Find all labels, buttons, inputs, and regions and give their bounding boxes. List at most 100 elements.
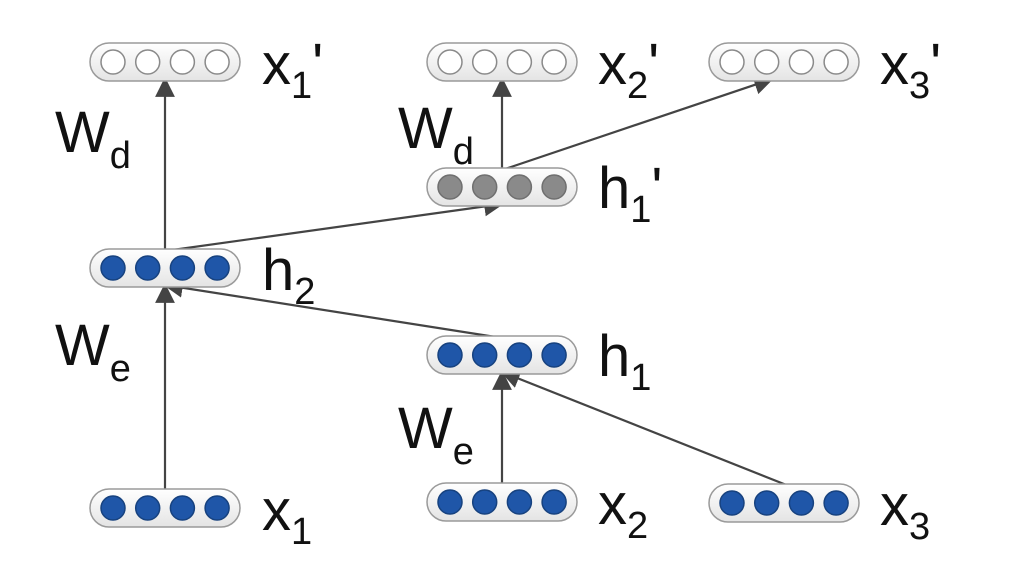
node-x3-unit [788, 490, 815, 516]
node-h2-label-subscript: 2 [294, 271, 315, 313]
edge-h1p-to-x3p [501, 75, 774, 172]
node-h1p-label-prime: ' [651, 156, 662, 221]
node-h1-unit [437, 342, 463, 368]
node-x2p-unit [437, 49, 463, 75]
node-x2-label-main: x [598, 472, 627, 537]
node-x3p-label: x3' [880, 32, 941, 107]
node-x3p: x3' [708, 32, 941, 107]
node-x1-unit [134, 495, 161, 521]
node-x1p-unit [134, 49, 161, 75]
node-x2p-unit [471, 49, 498, 75]
weight-we2-subscript: e [453, 431, 474, 473]
node-h1p-label-main: h [598, 156, 630, 221]
node-x2-label: x2 [598, 472, 648, 547]
node-x3p-label-prime: ' [930, 32, 941, 97]
edges-layer [155, 75, 790, 491]
node-x2: x2 [426, 472, 648, 547]
node-x2-unit [437, 489, 463, 515]
node-x2p-label-subscript: 2 [627, 65, 648, 107]
node-x3-unit [823, 490, 849, 516]
node-x2p-vector-box [426, 42, 578, 82]
node-x1p-label-prime: ' [312, 32, 323, 97]
node-x1-label-subscript: 1 [291, 511, 312, 553]
node-h2-label-main: h [262, 238, 294, 303]
node-x2p-label-prime: ' [648, 32, 659, 97]
weight-wd2-label: Wd [398, 96, 474, 173]
node-x1-unit [100, 495, 126, 521]
node-x3-label-main: x [880, 473, 909, 538]
weight-wd1-label: Wd [55, 100, 131, 177]
node-x2-unit [506, 489, 533, 515]
node-x1-unit [169, 495, 196, 521]
node-x1p-label-main: x [262, 32, 291, 97]
node-h2-unit [134, 255, 161, 281]
weight-we1-main: W [55, 313, 110, 378]
node-x3p-unit [719, 49, 745, 75]
node-x1p-unit [204, 49, 230, 75]
weight-we2-main: W [398, 396, 453, 461]
edge-h1-to-h2 [163, 277, 503, 340]
node-h2-unit [204, 255, 230, 281]
node-h1p-label: h1' [598, 156, 662, 231]
node-x1p-unit [169, 49, 196, 75]
node-x3-unit [753, 490, 780, 516]
node-h1p-unit [437, 174, 463, 200]
node-h1p-vector-box [426, 167, 578, 207]
edge-x3-to-h1 [500, 369, 790, 488]
node-h1p-label-subscript: 1 [630, 189, 651, 231]
node-x1p-label: x1' [262, 32, 323, 107]
weight-wd2-main: W [398, 96, 453, 161]
node-x2p-unit [506, 49, 533, 75]
node-x3-unit [719, 490, 745, 516]
node-x2-label-subscript: 2 [627, 505, 648, 547]
weight-we1-subscript: e [110, 348, 131, 390]
node-x1: x1 [89, 478, 312, 553]
node-x1-unit [204, 495, 230, 521]
node-h1-unit [506, 342, 533, 368]
node-h2-unit [169, 255, 196, 281]
node-x3p-label-main: x [880, 32, 909, 97]
node-h1p-unit [541, 174, 567, 200]
node-x1p-label-subscript: 1 [291, 65, 312, 107]
node-x2-unit [471, 489, 498, 515]
node-h1-unit [541, 342, 567, 368]
node-x1p: x1' [89, 32, 323, 107]
node-x2p-label-main: x [598, 32, 627, 97]
node-h1-label-main: h [598, 324, 630, 389]
node-h1p-unit [471, 174, 498, 200]
node-h2: h2 [89, 238, 315, 313]
node-h1-unit [471, 342, 498, 368]
node-x2-unit [541, 489, 567, 515]
node-h2-unit [100, 255, 126, 281]
node-h2-vector-box [89, 248, 241, 288]
node-h1: h1 [426, 324, 651, 399]
node-x1-label: x1 [262, 478, 312, 553]
node-x1p-unit [100, 49, 126, 75]
weight-wd2-subscript: d [453, 131, 474, 173]
node-x2-vector-box [426, 482, 578, 522]
weight-we1-label: We [55, 313, 131, 390]
node-h2-label: h2 [262, 238, 315, 313]
node-h1p-unit [506, 174, 533, 200]
weight-wd1-subscript: d [110, 135, 131, 177]
node-x3p-label-subscript: 3 [909, 65, 930, 107]
weight-we2-label: We [398, 396, 474, 473]
node-x3: x3 [708, 473, 930, 548]
node-x3p-unit [753, 49, 780, 75]
node-h1-label: h1 [598, 324, 651, 399]
node-x2p-unit [541, 49, 567, 75]
node-x3-label-subscript: 3 [909, 506, 930, 548]
node-x3-vector-box [708, 483, 860, 523]
weight-wd1-main: W [55, 100, 110, 165]
node-h1-label-subscript: 1 [630, 357, 651, 399]
node-x3-label: x3 [880, 473, 930, 548]
node-h1-vector-box [426, 335, 578, 375]
node-x2p: x2' [426, 32, 659, 107]
edge-h2-to-h1p [164, 196, 504, 253]
node-x2p-label: x2' [598, 32, 659, 107]
node-x3p-unit [823, 49, 849, 75]
node-x1-label-main: x [262, 478, 291, 543]
